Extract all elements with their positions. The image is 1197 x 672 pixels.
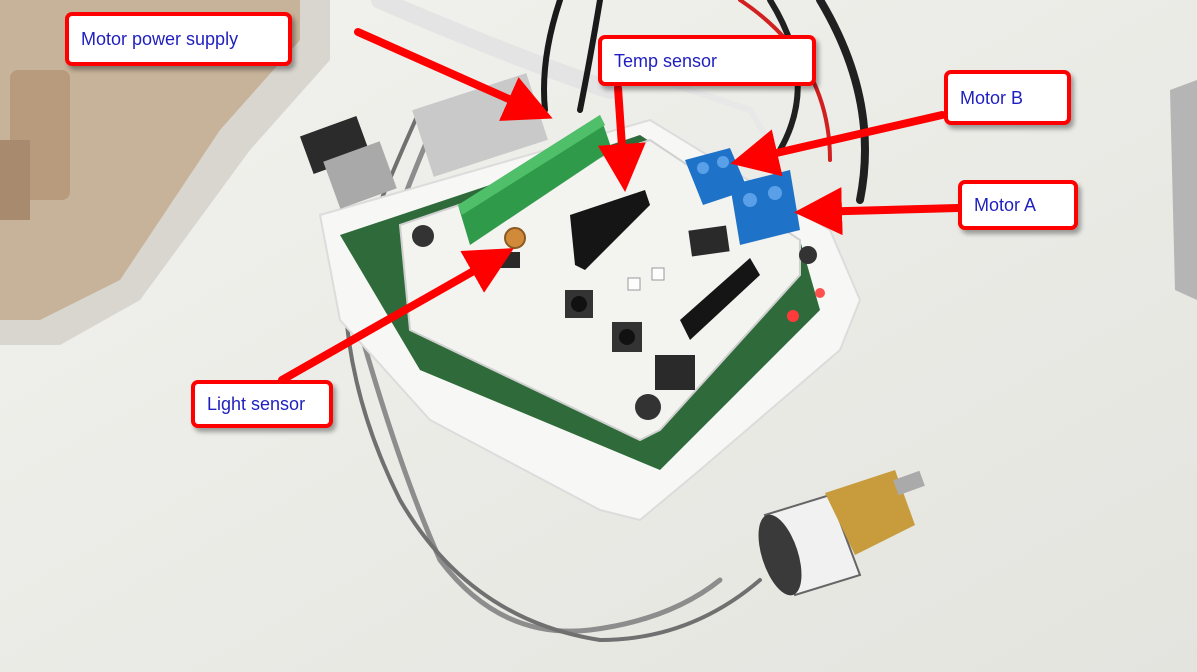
annotation-arrows xyxy=(278,28,962,384)
mount-hole xyxy=(799,246,817,264)
arrow-motor-power xyxy=(354,28,553,121)
rgb-led xyxy=(627,277,641,291)
callout-temp-sensor: Temp sensor xyxy=(598,35,816,86)
rgb-led xyxy=(651,267,665,281)
grey-device-edge xyxy=(1170,80,1197,300)
callout-label: Motor power supply xyxy=(81,29,239,49)
arrow-motor-a xyxy=(794,187,962,236)
ic-chip xyxy=(688,225,730,257)
callout-label: Motor A xyxy=(974,195,1037,215)
green-terminal-block xyxy=(458,115,612,245)
beige-device xyxy=(0,0,330,345)
callout-label: Motor B xyxy=(960,87,1024,108)
callout-motor-power-supply: Motor power supply xyxy=(65,12,292,66)
callout-motor-a: Motor A xyxy=(958,180,1078,230)
temp-sensor-header xyxy=(570,190,650,270)
callout-label: Light sensor xyxy=(207,394,306,414)
arrow-motor-b xyxy=(730,111,946,177)
callout-motor-b: Motor B xyxy=(944,70,1071,125)
blue-terminal-block-a xyxy=(730,170,800,245)
light-sensor-ldr xyxy=(504,227,526,249)
jumper-pins xyxy=(655,355,695,390)
callout-light-sensor: Light sensor xyxy=(191,380,333,428)
pin-header xyxy=(680,258,760,340)
push-button-cap xyxy=(571,296,587,312)
arrow-light xyxy=(278,248,514,384)
status-led xyxy=(787,310,799,322)
mount-hole xyxy=(412,225,434,247)
gear-motor xyxy=(758,470,925,597)
callout-label: Temp sensor xyxy=(614,50,718,71)
status-led xyxy=(815,288,825,298)
arrow-temp xyxy=(597,84,646,192)
push-button-cap xyxy=(619,329,635,345)
mount-hole xyxy=(635,394,661,420)
